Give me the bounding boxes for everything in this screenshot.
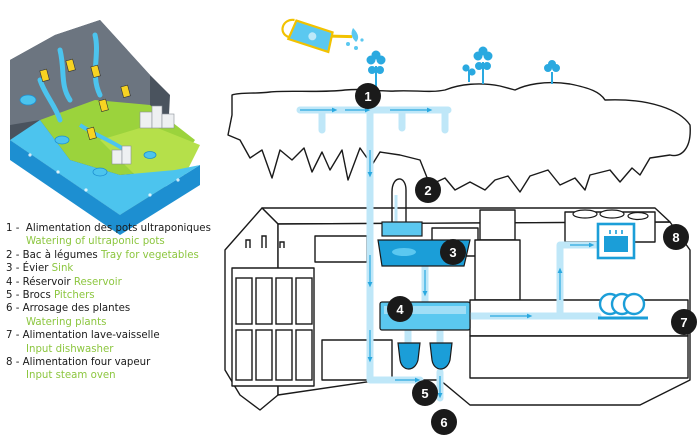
legend-item-4: 4 - Réservoir Reservoir <box>6 276 122 288</box>
svg-text:2: 2 <box>424 183 431 198</box>
badge-2: 2 <box>415 177 441 203</box>
legend-item-5: 5 - Brocs Pitchers <box>6 290 95 302</box>
steam-oven-icon <box>596 222 636 260</box>
svg-text:5: 5 <box>421 386 428 401</box>
svg-text:7: 7 <box>680 315 687 330</box>
vegetable-tray <box>381 178 423 237</box>
legend-item-8-en: Input steam oven <box>26 370 116 382</box>
legend-item-6-en: Watering plants <box>26 316 107 328</box>
bottle-rack <box>235 235 313 381</box>
legend-item-2: 2 - Bac à légumes Tray for vegetables <box>6 249 199 261</box>
landscape-illustration <box>10 20 200 235</box>
badge-8: 8 <box>663 224 689 250</box>
legend-item-8: 8 - Alimentation four vapeur <box>6 357 151 369</box>
badge-7: 7 <box>671 309 697 335</box>
legend: 1 - Alimentation des pots ultraponiques … <box>6 222 256 383</box>
pitchers <box>397 342 453 370</box>
legend-item-7-en: Input dishwasher <box>26 343 114 355</box>
svg-text:4: 4 <box>396 302 404 317</box>
legend-item-3: 3 - Évier Sink <box>6 263 74 275</box>
badge-4: 4 <box>387 296 413 322</box>
legend-item-7: 7 - Alimentation lave-vaisselle <box>6 330 160 342</box>
water-pour-icon <box>346 28 364 50</box>
legend-item-6: 6 - Arrosage des plantes <box>6 303 131 315</box>
plant-icons <box>366 46 560 88</box>
badge-3: 3 <box>440 239 466 265</box>
svg-text:3: 3 <box>449 245 456 260</box>
cooktop <box>572 209 649 221</box>
legend-item-1-en: Watering of ultraponic pots <box>26 236 165 248</box>
legend-item-1: 1 - Alimentation des pots ultraponiques <box>6 223 211 234</box>
svg-text:1: 1 <box>364 89 371 104</box>
flow-arrows <box>300 107 595 399</box>
badge-6: 6 <box>431 409 457 435</box>
svg-text:8: 8 <box>672 230 679 245</box>
badge-5: 5 <box>412 380 438 406</box>
ultraponic-pots <box>227 81 691 193</box>
dishwasher-icon <box>598 292 648 320</box>
svg-text:6: 6 <box>440 415 447 430</box>
badge-1: 1 <box>355 83 381 109</box>
watering-can-icon <box>281 18 353 54</box>
